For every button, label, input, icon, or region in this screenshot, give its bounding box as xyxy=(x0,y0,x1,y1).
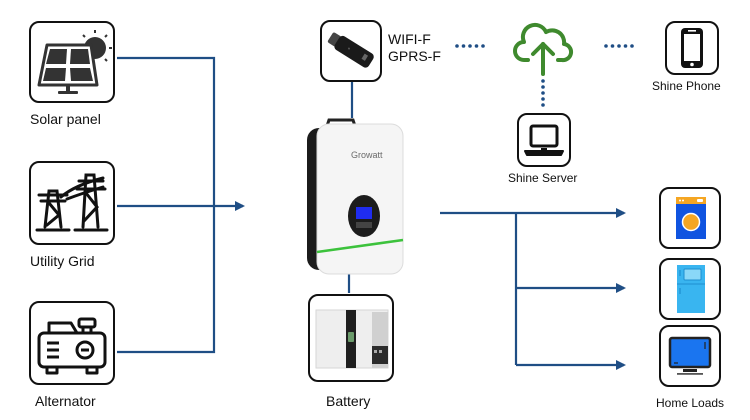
shine-phone-box xyxy=(665,21,719,75)
wifi-label: WIFI-F xyxy=(388,31,431,47)
battery-box xyxy=(308,294,394,382)
tv-monitor-icon xyxy=(668,336,712,375)
utility-grid-label: Utility Grid xyxy=(30,253,95,269)
shine-server-label: Shine Server xyxy=(508,171,578,185)
dotted-link-dongle-cloud xyxy=(455,44,485,48)
washing-machine-icon xyxy=(676,197,706,239)
laptop-icon xyxy=(524,124,564,156)
wifi-dongle-icon xyxy=(327,32,374,68)
solar-panel-label: Solar panel xyxy=(30,111,101,127)
shine-server-box xyxy=(517,113,571,167)
cloud-upload-icon xyxy=(513,22,574,76)
inverter-icon: Growatt xyxy=(307,118,404,275)
alternator-label: Alternator xyxy=(35,393,96,409)
washing-machine-box xyxy=(659,187,721,249)
home-loads-label: Home Loads xyxy=(656,396,725,410)
wifi-dongle-box xyxy=(320,20,382,82)
battery-icon xyxy=(315,309,389,369)
dotted-link-cloud-phone xyxy=(604,44,634,48)
battery-label: Battery xyxy=(326,393,371,409)
dotted-link-cloud-server xyxy=(541,79,545,107)
utility-grid-box xyxy=(29,161,115,245)
gprs-label: GPRS-F xyxy=(388,48,441,64)
inverter-brand: Growatt xyxy=(351,150,383,160)
refrigerator-box xyxy=(659,258,721,320)
shine-phone-label: Shine Phone xyxy=(652,79,721,93)
alternator-box xyxy=(29,301,115,385)
tv-box xyxy=(659,325,721,387)
power-tower-icon xyxy=(35,173,109,232)
refrigerator-icon xyxy=(677,265,705,313)
smartphone-icon xyxy=(681,28,703,68)
solar-panel-icon xyxy=(37,30,112,94)
solar-panel-box xyxy=(29,21,115,103)
generator-icon xyxy=(37,317,107,375)
